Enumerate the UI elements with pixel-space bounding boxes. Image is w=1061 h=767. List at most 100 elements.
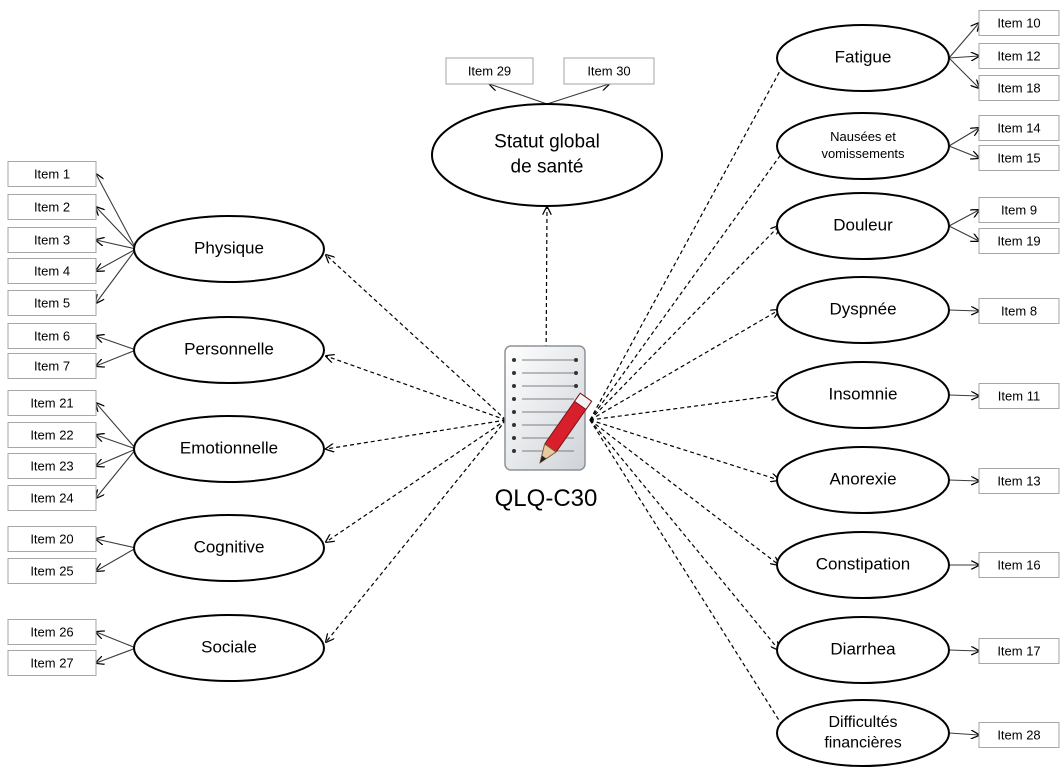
dashed-arrow: [589, 58, 787, 421]
constipation-ellipse: [776, 531, 950, 599]
item-box-rect: [7, 650, 97, 676]
dashed-arrow: [589, 146, 787, 421]
item-label: Item 2: [34, 199, 70, 214]
dyspnee-node: Dyspnée: [776, 276, 950, 344]
item-label: Item 28: [997, 727, 1040, 742]
item-arrow: [948, 480, 979, 481]
dashed-arrow: [589, 226, 779, 421]
item-label: Item 21: [30, 395, 73, 410]
douleur-node: Douleur: [776, 192, 950, 260]
insomnie-node: Insomnie: [776, 361, 950, 429]
item-arrow: [96, 435, 137, 450]
item-11-box: Item 11: [978, 383, 1060, 409]
qlq-c30-node: QLQ-C30: [495, 345, 598, 512]
item-1-box: Item 1: [7, 161, 97, 187]
diarrhea-ellipse: [776, 616, 950, 684]
item-label: Item 24: [30, 490, 73, 505]
item-label: Item 8: [1001, 303, 1037, 318]
personnelle-node: Personnelle: [133, 316, 325, 384]
item-label: Item 19: [997, 233, 1040, 248]
item-label: Item 10: [997, 15, 1040, 30]
item-3-box: Item 3: [7, 227, 97, 253]
item-label: Item 7: [34, 358, 70, 373]
checklist-pencil-icon: [504, 345, 593, 471]
item-box-rect: [7, 194, 97, 220]
dyspnee-ellipse: [776, 276, 950, 344]
item-box-rect: [978, 228, 1060, 254]
item-arrow: [96, 547, 137, 571]
item-arrow: [96, 632, 137, 649]
item-label: Item 5: [34, 295, 70, 310]
item-arrow: [948, 650, 979, 651]
item-10-box: Item 10: [978, 10, 1060, 36]
statut-global-de-sante-label: de santé: [511, 156, 584, 177]
item-arrow: [96, 240, 137, 250]
item-arrow: [948, 225, 979, 241]
emotionnelle-ellipse: [133, 415, 325, 483]
diarrhea-node: Diarrhea: [776, 616, 950, 684]
item-box-rect: [978, 298, 1060, 324]
personnelle-ellipse: [133, 316, 325, 384]
item-12-box: Item 12: [978, 43, 1060, 69]
anorexie-node: Anorexie: [776, 446, 950, 514]
item-box-rect: [7, 422, 97, 448]
item-arrow: [96, 349, 137, 366]
item-28-box: Item 28: [978, 722, 1060, 748]
item-label: Item 14: [997, 120, 1040, 135]
nausees-et-vomissements-label: Nausées et: [830, 129, 896, 144]
item-21-box: Item 21: [7, 390, 97, 416]
item-box-rect: [7, 558, 97, 584]
item-label: Item 3: [34, 232, 70, 247]
item-box-rect: [7, 453, 97, 479]
item-box-rect: [978, 468, 1060, 494]
item-arrow: [948, 210, 979, 227]
douleur-ellipse: [776, 192, 950, 260]
item-box-rect: [978, 722, 1060, 748]
item-arrow: [96, 207, 137, 250]
item-24-box: Item 24: [7, 485, 97, 511]
item-arrow: [948, 23, 979, 59]
dashed-arrow: [589, 419, 787, 733]
cognitive-ellipse: [133, 514, 325, 582]
item-arrow: [96, 647, 137, 663]
center-label: QLQ-C30: [495, 485, 598, 512]
item-arrow: [96, 248, 137, 303]
item-13-box: Item 13: [978, 468, 1060, 494]
insomnie-label: Insomnie: [829, 384, 898, 403]
item-23-box: Item 23: [7, 453, 97, 479]
item-arrow: [948, 57, 979, 88]
item-arrow: [948, 56, 979, 58]
fatigue-ellipse: [776, 24, 950, 92]
item-6-box: Item 6: [7, 323, 97, 349]
item-label: Item 29: [468, 63, 511, 78]
item-arrow: [96, 448, 137, 498]
item-arrow: [96, 539, 137, 549]
item-arrow: [96, 403, 137, 450]
dashed-arrow: [326, 255, 507, 421]
item-arrow: [948, 128, 979, 147]
dashed-arrow: [589, 310, 779, 421]
fatigue-node: Fatigue: [776, 24, 950, 92]
emotionnelle-node: Emotionnelle: [133, 415, 325, 483]
item-box-rect: [7, 526, 97, 552]
item-label: Item 16: [997, 557, 1040, 572]
item-2-box: Item 2: [7, 194, 97, 220]
sociale-label: Sociale: [201, 637, 257, 656]
item-arrow: [490, 84, 548, 105]
dashed-arrow: [589, 395, 779, 421]
item-26-box: Item 26: [7, 619, 97, 645]
item-label: Item 12: [997, 48, 1040, 63]
item-label: Item 23: [30, 458, 73, 473]
item-label: Item 25: [30, 563, 73, 578]
cognitive-node: Cognitive: [133, 514, 325, 582]
difficultes-financieres-label: Difficultés: [828, 714, 897, 731]
sociale-node: Sociale: [133, 614, 325, 682]
item-label: Item 22: [30, 427, 73, 442]
item-label: Item 15: [997, 150, 1040, 165]
nausees-et-vomissements-ellipse: [776, 112, 950, 180]
physique-ellipse: [133, 215, 325, 283]
item-29-box: Item 29: [445, 57, 534, 85]
